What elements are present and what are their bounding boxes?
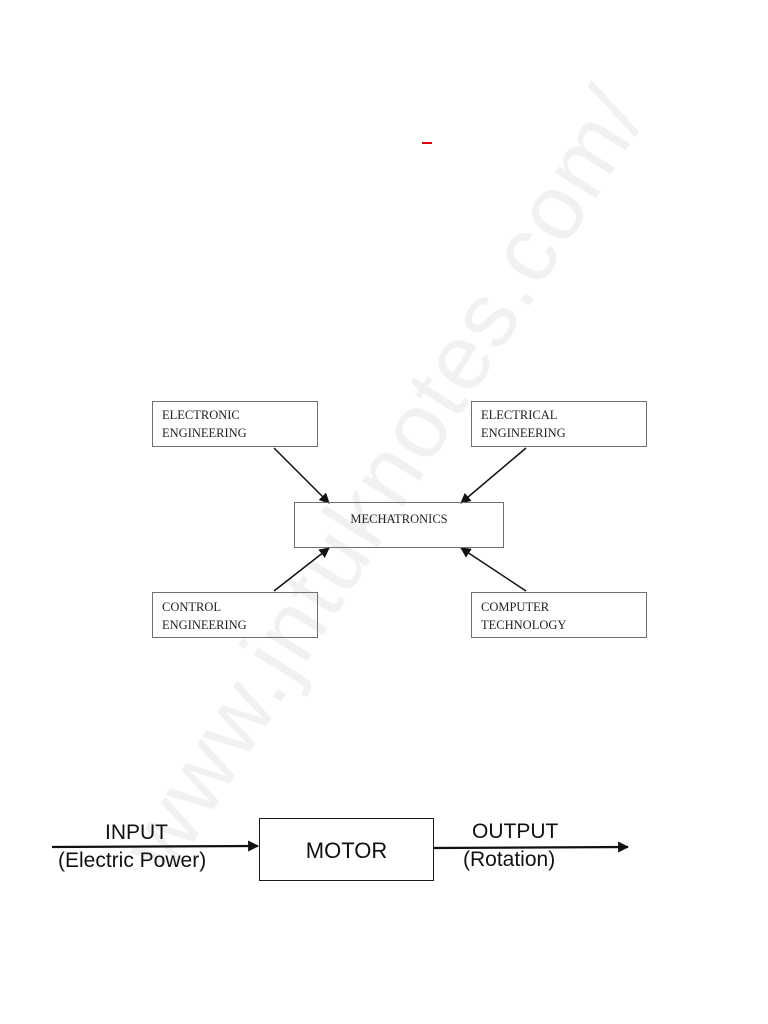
arrow-motor-to-output bbox=[433, 841, 630, 853]
box-line: COMPUTER bbox=[481, 600, 550, 614]
electrical-engineering-box: ELECTRICAL ENGINEERING bbox=[471, 401, 647, 447]
box-line: ELECTRICAL bbox=[481, 408, 558, 422]
control-engineering-box: CONTROL ENGINEERING bbox=[152, 592, 318, 638]
arrow-input-to-motor bbox=[51, 840, 260, 852]
output-label: OUTPUT bbox=[472, 820, 559, 843]
box-line: TECHNOLOGY bbox=[481, 618, 567, 632]
arrow-computer-to-mechatronics bbox=[460, 547, 527, 592]
red-underline-mark bbox=[422, 142, 432, 144]
box-line: ENGINEERING bbox=[481, 426, 566, 440]
input-sublabel: (Electric Power) bbox=[58, 849, 207, 872]
box-line: CONTROL bbox=[162, 600, 222, 614]
mechatronics-label: MECHATRONICS bbox=[350, 512, 448, 526]
computer-technology-box: COMPUTER TECHNOLOGY bbox=[471, 592, 647, 638]
electronic-engineering-box: ELECTRONIC ENGINEERING bbox=[152, 401, 318, 447]
motor-block: MOTOR bbox=[259, 818, 434, 881]
arrow-electronic-to-mechatronics bbox=[273, 447, 330, 504]
mechatronics-box: MECHATRONICS bbox=[294, 502, 504, 548]
arrow-control-to-mechatronics bbox=[273, 547, 330, 592]
box-line: ENGINEERING bbox=[162, 618, 247, 632]
arrow-electrical-to-mechatronics bbox=[460, 447, 527, 504]
box-line: ENGINEERING bbox=[162, 426, 247, 440]
box-line: ELECTRONIC bbox=[162, 408, 240, 422]
output-sublabel: (Rotation) bbox=[463, 848, 556, 871]
input-label: INPUT bbox=[105, 821, 168, 844]
